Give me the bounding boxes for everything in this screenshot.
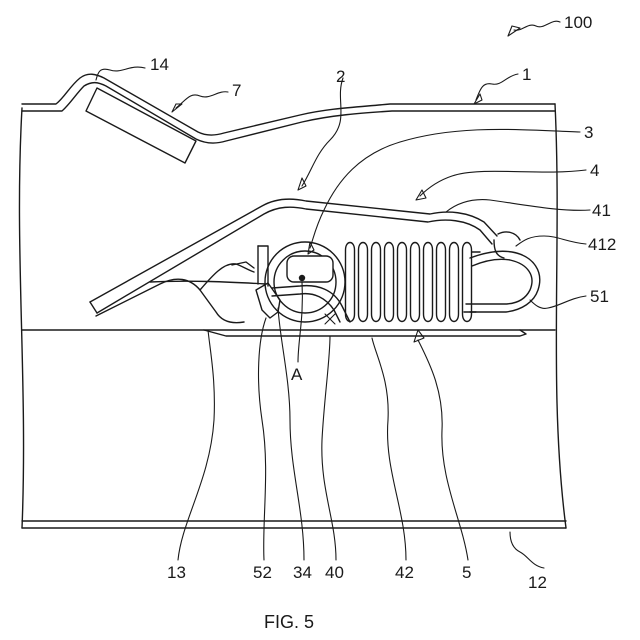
label-41: 41 — [592, 201, 611, 220]
lower-bracket-40 — [96, 262, 266, 323]
label-14: 14 — [150, 55, 169, 74]
label-12: 12 — [528, 573, 547, 592]
label-a: A — [291, 365, 303, 384]
label-42: 42 — [395, 563, 414, 582]
label-412: 412 — [588, 235, 616, 254]
spring-coil — [372, 243, 381, 322]
label-4: 4 — [590, 161, 599, 180]
spring-coil — [437, 243, 446, 322]
spring-coil — [385, 243, 394, 322]
pivot-point-a — [299, 275, 305, 281]
reference-labels: 100 14 7 2 1 3 4 41 412 51 A 13 52 34 40… — [150, 13, 616, 592]
frame-sides — [19, 104, 566, 528]
spring-coil — [411, 243, 420, 322]
spring-coil — [398, 243, 407, 322]
spring-coil — [450, 243, 459, 322]
label-3: 3 — [584, 123, 593, 142]
label-1: 1 — [522, 65, 531, 84]
spring-hook-412 — [464, 232, 540, 312]
lever-52 — [256, 246, 280, 318]
figure-caption: FIG. 5 — [264, 612, 314, 632]
label-40: 40 — [325, 563, 344, 582]
label-2: 2 — [336, 67, 345, 86]
label-5: 5 — [462, 563, 471, 582]
spring-coil — [359, 243, 368, 322]
spring-coil — [424, 243, 433, 322]
label-7: 7 — [232, 81, 241, 100]
base-plate-42 — [204, 330, 526, 336]
bottom-rail-12 — [22, 521, 566, 528]
spring-coil — [463, 243, 472, 322]
label-100: 100 — [564, 13, 592, 32]
label-13: 13 — [167, 563, 186, 582]
label-52: 52 — [253, 563, 272, 582]
label-51: 51 — [590, 287, 609, 306]
label-34: 34 — [293, 563, 312, 582]
spring-coil — [346, 243, 355, 322]
coil-spring-5 — [346, 243, 481, 322]
